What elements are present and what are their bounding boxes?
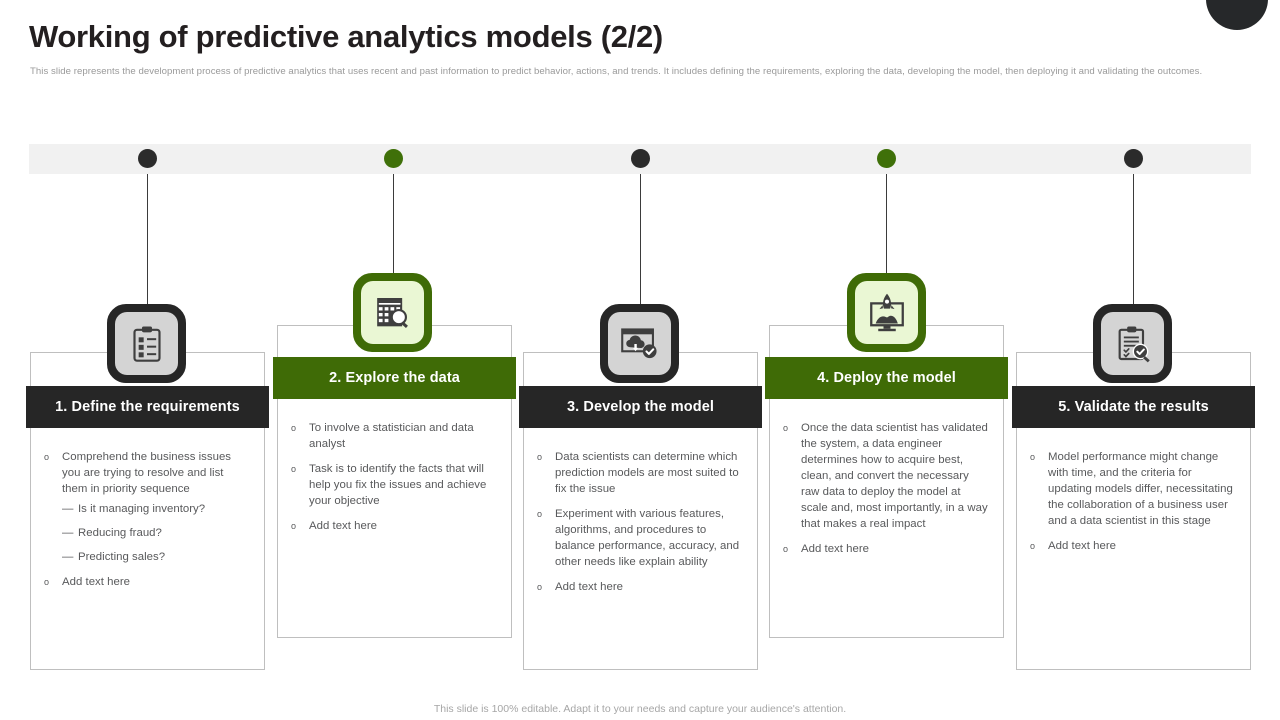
page-subtitle: This slide represents the development pr… [30, 66, 1203, 77]
bullet-item: o Experiment with various features, algor… [535, 506, 744, 570]
timeline-connector-3 [640, 174, 641, 304]
timeline-dot-1 [137, 149, 157, 168]
bullet-text: Comprehend the business issues you are t… [62, 451, 232, 495]
bullet-item: o Add text here [42, 574, 251, 590]
bullet-item: o Add text here [781, 541, 990, 557]
step-title-5: 5. Validate the results [1058, 399, 1209, 415]
bullet-text: To involve a statistician and data analy… [309, 422, 474, 450]
step-body-4: o Once the data scientist has validated t… [769, 408, 1004, 566]
bullet-circle-icon: o [537, 582, 543, 592]
bullet-list-5: o Model performance might change with tim… [1028, 449, 1237, 554]
bullet-text: Model performance might change with time… [1048, 451, 1233, 527]
bullet-circle-icon: o [1030, 452, 1036, 462]
sub-bullet-text: Predicting sales? [78, 551, 166, 563]
bullet-circle-icon: o [44, 577, 50, 587]
timeline-dot-3 [630, 149, 650, 168]
timeline-connector-5 [1133, 174, 1134, 304]
bullet-circle-icon: o [291, 423, 297, 433]
bullet-circle-icon: o [291, 464, 297, 474]
bullet-circle-icon: o [783, 544, 789, 554]
dash-icon: — [62, 551, 74, 563]
bullet-list-3: o Data scientists can determine which pre… [535, 449, 744, 595]
step-icon-badge-1[interactable] [107, 304, 186, 383]
bullet-circle-icon: o [537, 452, 543, 462]
sub-bullet-list: — Is it managing inventory? — Reducing frau… [62, 501, 251, 565]
sub-bullet-item: — Predicting sales? [62, 549, 251, 565]
corner-decoration [1206, 0, 1268, 30]
bullet-item: o Model performance might change with tim… [1028, 449, 1237, 529]
bullet-text: Add text here [1048, 540, 1117, 552]
bullet-circle-icon: o [537, 509, 543, 519]
bullet-item: o Data scientists can determine which pre… [535, 449, 744, 497]
browser-cloud-check-icon [608, 312, 671, 375]
bullet-text: Experiment with various features, algori… [555, 508, 740, 568]
bullet-text: Add text here [801, 543, 870, 555]
clipboard-checklist-icon [115, 312, 178, 375]
bullet-item: o Task is to identify the facts that will… [289, 461, 498, 509]
sub-bullet-item: — Reducing fraud? [62, 525, 251, 541]
bullet-item: o Once the data scientist has validated t… [781, 420, 990, 532]
sub-bullet-text: Is it managing inventory? [78, 503, 206, 515]
step-header-1[interactable]: 1. Define the requirements [26, 386, 269, 428]
data-table-search-icon [361, 281, 424, 344]
step-header-3[interactable]: 3. Develop the model [519, 386, 762, 428]
bullet-circle-icon: o [1030, 541, 1036, 551]
bullet-list-4: o Once the data scientist has validated t… [781, 420, 990, 557]
bullet-circle-icon: o [44, 452, 50, 462]
step-body-3: o Data scientists can determine which pre… [523, 437, 758, 604]
timeline-dot-4 [876, 149, 896, 168]
bullet-item: o Add text here [535, 579, 744, 595]
bullet-text: Add text here [62, 576, 131, 588]
timeline-connector-1 [147, 174, 148, 304]
bullet-text: Data scientists can determine which pred… [555, 451, 739, 495]
step-body-2: o To involve a statistician and data anal… [277, 408, 512, 543]
step-header-4[interactable]: 4. Deploy the model [765, 357, 1008, 399]
step-icon-badge-2[interactable] [353, 273, 432, 352]
step-title-2: 2. Explore the data [329, 370, 460, 386]
step-title-1: 1. Define the requirements [55, 399, 240, 415]
step-body-1: o Comprehend the business issues you are … [30, 437, 265, 599]
page-title: Working of predictive analytics models (… [29, 19, 663, 54]
step-body-5: o Model performance might change with tim… [1016, 437, 1251, 563]
bullet-list-1: o Comprehend the business issues you are … [42, 449, 251, 590]
sub-bullet-text: Reducing fraud? [78, 527, 162, 539]
step-header-2[interactable]: 2. Explore the data [273, 357, 516, 399]
bullet-item: o Comprehend the business issues you are … [42, 449, 251, 565]
footer-note: This slide is 100% editable. Adapt it to… [433, 703, 847, 715]
step-icon-badge-3[interactable] [600, 304, 679, 383]
timeline-connector-2 [393, 174, 394, 273]
sub-bullet-item: — Is it managing inventory? [62, 501, 251, 517]
bullet-item: o To involve a statistician and data anal… [289, 420, 498, 452]
step-title-4: 4. Deploy the model [817, 370, 956, 386]
bullet-item: o Add text here [289, 518, 498, 534]
timeline-dot-2 [383, 149, 403, 168]
clipboard-magnifier-check-icon [1101, 312, 1164, 375]
dash-icon: — [62, 503, 74, 515]
bullet-item: o Add text here [1028, 538, 1237, 554]
timeline-dot-5 [1123, 149, 1143, 168]
timeline-connector-4 [886, 174, 887, 273]
step-title-3: 3. Develop the model [566, 399, 715, 415]
bullet-text: Once the data scientist has validated th… [801, 422, 988, 530]
bullet-circle-icon: o [291, 521, 297, 531]
bullet-list-2: o To involve a statistician and data anal… [289, 420, 498, 534]
monitor-rocket-launch-icon [855, 281, 918, 344]
bullet-circle-icon: o [783, 423, 789, 433]
bullet-text: Add text here [555, 581, 624, 593]
bullet-text: Task is to identify the facts that will … [309, 463, 487, 507]
step-icon-badge-5[interactable] [1093, 304, 1172, 383]
step-header-5[interactable]: 5. Validate the results [1012, 386, 1255, 428]
step-icon-badge-4[interactable] [847, 273, 926, 352]
bullet-text: Add text here [309, 520, 378, 532]
dash-icon: — [62, 527, 74, 539]
